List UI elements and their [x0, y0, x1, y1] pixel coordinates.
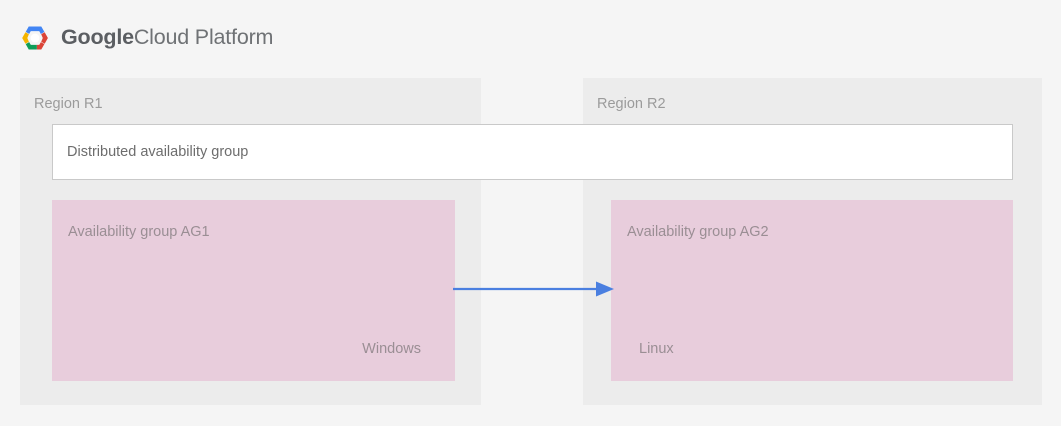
availability-group-os-ag1: Windows: [362, 340, 421, 357]
region-label-r1: Region R1: [34, 96, 103, 112]
region-label-r2: Region R2: [597, 96, 666, 112]
brand-word-cloud-platform: Cloud Platform: [133, 25, 274, 50]
google-cloud-hexagon-logo-icon: [22, 26, 48, 50]
distributed-availability-group-box: Distributed availability group: [52, 124, 1013, 180]
gcp-brand-header: GoogleCloud Platform: [20, 16, 273, 60]
replication-arrow-icon: [453, 281, 614, 297]
availability-group-title-ag1: Availability group AG1: [68, 224, 210, 240]
gcp-brand-wordmark: GoogleCloud Platform: [61, 27, 273, 49]
architecture-diagram: Region R1 Region R2 Distributed availabi…: [0, 66, 1061, 426]
distributed-availability-group-label: Distributed availability group: [67, 143, 249, 160]
availability-group-box-ag1: Availability group AG1 Windows: [52, 200, 455, 381]
availability-group-title-ag2: Availability group AG2: [627, 224, 769, 240]
availability-group-os-ag2: Linux: [639, 340, 674, 357]
availability-group-box-ag2: Availability group AG2 Linux: [611, 200, 1013, 381]
brand-word-google: Google: [61, 25, 134, 50]
